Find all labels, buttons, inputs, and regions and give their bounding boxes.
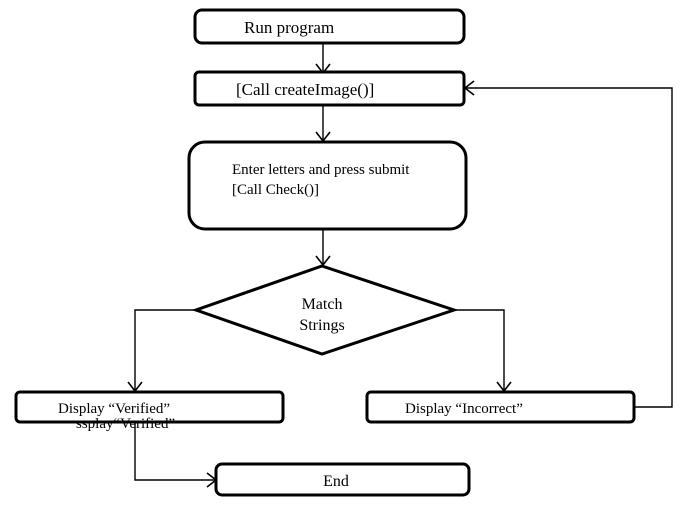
end-node: End — [214, 462, 471, 497]
enter-letters-line2: [Call Check()] — [232, 182, 319, 198]
branch-verified-connector — [127, 309, 196, 393]
arrow-run-to-create — [315, 43, 331, 75]
arrow-create-to-enter — [315, 105, 331, 143]
display-verified-label: Display “Verified” — [58, 401, 170, 417]
enter-letters-node: Enter letters and press submit [Call Che… — [187, 140, 468, 231]
run-program-label: Run program — [244, 18, 334, 37]
run-program-box — [193, 8, 466, 45]
match-strings-line2: Strings — [299, 317, 344, 334]
branch-incorrect-connector — [454, 309, 512, 393]
display-verified-overlap-label: ssplay“Verified” — [76, 416, 175, 432]
arrow-enter-to-match — [315, 229, 331, 267]
create-image-box — [193, 70, 466, 107]
enter-letters-line1: Enter letters and press submit — [232, 162, 410, 178]
display-verified-node: Display “Verified” ssplay“Verified” — [14, 390, 285, 432]
display-incorrect-label: Display “Incorrect” — [405, 401, 523, 417]
run-program-node: Run program — [193, 8, 466, 45]
end-box — [214, 462, 471, 497]
display-incorrect-node: Display “Incorrect” — [365, 390, 636, 424]
loop-back-connector — [463, 80, 673, 408]
create-image-node: [Call createImage()] — [193, 70, 466, 107]
match-strings-diamond — [191, 264, 459, 356]
end-label: End — [323, 473, 349, 490]
match-strings-decision: Match Strings — [191, 264, 459, 356]
enter-letters-box — [187, 140, 468, 231]
match-strings-line1: Match — [302, 296, 343, 313]
display-verified-box — [14, 390, 285, 424]
create-image-label: [Call createImage()] — [236, 80, 374, 99]
